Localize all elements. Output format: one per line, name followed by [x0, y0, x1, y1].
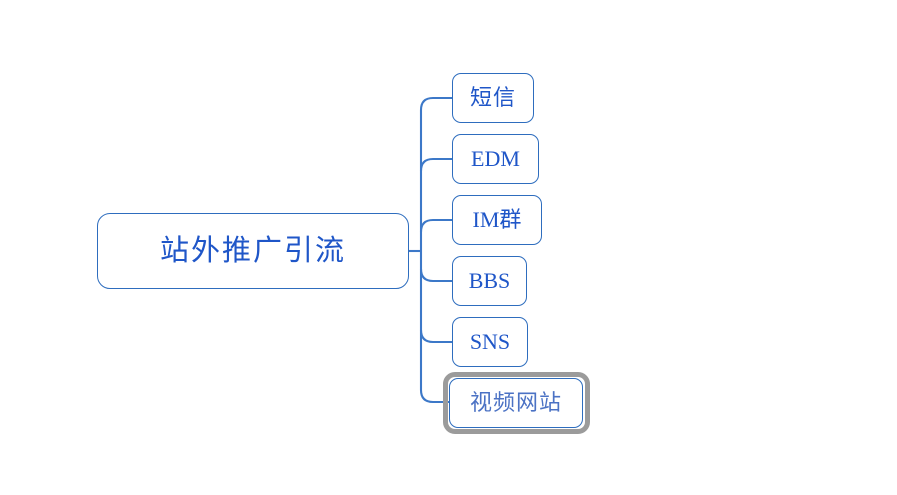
- node-sns-label: SNS: [469, 329, 511, 354]
- connector-branch-sms: [419, 96, 452, 111]
- connector-branch-bbs: [419, 268, 452, 283]
- node-sms[interactable]: 短信: [452, 73, 534, 123]
- connector-branch-video: [419, 389, 452, 404]
- connector-branch-sns: [419, 329, 452, 344]
- node-video-site-label: 视频网站: [469, 390, 562, 415]
- selection-frame: [443, 372, 590, 434]
- node-im-group-label: IM群: [472, 207, 522, 232]
- node-bbs-label: BBS: [468, 268, 511, 293]
- node-video-site[interactable]: 视频网站: [449, 378, 583, 428]
- connector-branch-edm: [419, 157, 452, 172]
- connector-branch-imq: [419, 218, 452, 233]
- node-edm-label: EDM: [471, 146, 520, 171]
- node-bbs[interactable]: BBS: [452, 256, 527, 306]
- node-root[interactable]: 站外推广引流: [97, 213, 409, 289]
- node-sns[interactable]: SNS: [452, 317, 528, 367]
- node-sms-label: 短信: [469, 85, 516, 110]
- node-edm[interactable]: EDM: [452, 134, 539, 184]
- node-root-label: 站外推广引流: [159, 234, 346, 267]
- node-im-group[interactable]: IM群: [452, 195, 542, 245]
